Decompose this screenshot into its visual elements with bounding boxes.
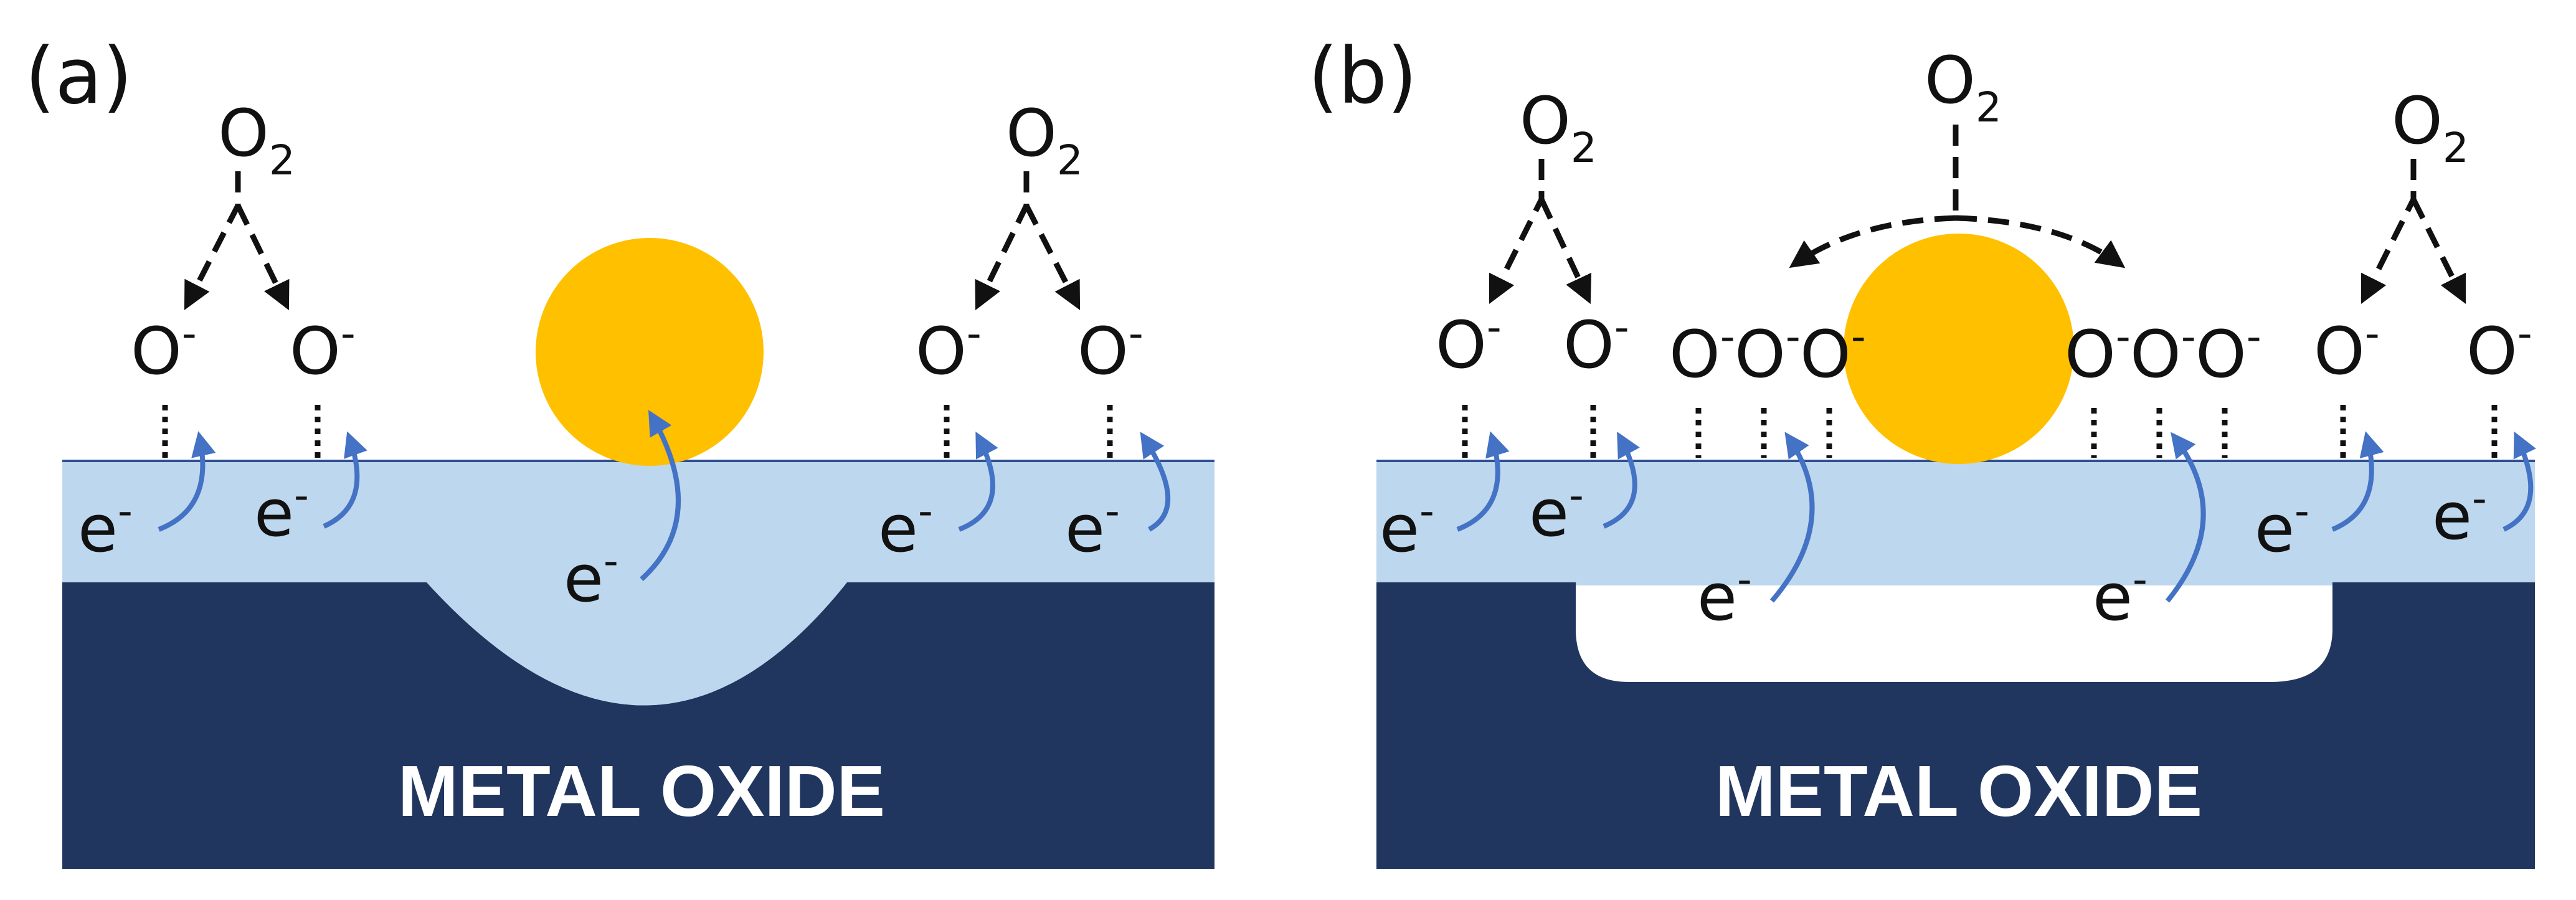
electron-arrow [2503,431,2536,532]
o-minus-label: O- [1800,313,1866,392]
electron-arrow [958,431,998,532]
o-minus-label: O- [1735,313,1801,392]
electron-arrow [158,431,216,532]
o-minus-label: O- [1563,303,1629,383]
dissociation-arrow [2361,159,2417,305]
o-minus-label: O- [2466,310,2532,389]
dissociation-arrow [1538,198,1592,305]
metal-nanoparticle [1844,234,2074,464]
o2-label: O2 [2392,83,2469,172]
electron-label: e- [2255,487,2309,567]
panel-label: (b) [1308,32,1417,121]
o-minus-label: O- [1077,310,1144,389]
electron-arrow [1456,431,1510,532]
o2-label: O2 [1520,83,1597,172]
dissociation-arrow [975,171,1030,311]
dissociation-arrow [1489,159,1545,305]
oxide-bulk [62,582,1215,869]
electron-arrow [1140,432,1170,532]
o2-label: O2 [1006,95,1083,184]
electron-arrow [323,431,367,529]
dissociation-arrow [1023,204,1081,311]
electron-label: e- [1697,556,1752,635]
electron-arrow [2165,432,2206,603]
electron-arrow [1769,432,1815,603]
o2-group-right: O2 O- O- [2314,83,2532,458]
electron-arrow [2331,431,2384,532]
electron-label: e- [1380,487,1434,567]
panel-label: (a) [25,32,133,121]
panel-b: (b) METAL OXIDE O2 O2 O- O- O2 O- O- [1308,32,2536,869]
electron-transfers: e- e- e- e- e- [78,410,1170,617]
electron-arrow [1603,431,1640,529]
o-minus-label: O- [2130,313,2196,392]
depletion-layer [62,461,1215,585]
o-minus-label: O- [2314,310,2380,389]
o-minus-label: O- [131,310,197,389]
electron-label: e- [2432,475,2487,554]
o-minus-label: O- [1669,313,1735,392]
o2-group-right: O2 O- O- [916,95,1144,458]
electron-label: e- [2093,556,2147,635]
o-minus-label: O- [916,310,982,389]
o2-group-left: O2 O- O- [131,95,356,458]
o-minus-label: O- [1436,303,1502,383]
metal-nanoparticle [536,238,764,466]
o2-group-left: O2 O- O- [1436,83,1629,458]
metal-oxide-label: METAL OXIDE [1715,751,2202,831]
dissociation-arrow [2410,197,2466,305]
dissociation-arrow [184,171,241,311]
electron-transfers: e- e- e- e- e- e- [1380,431,2536,635]
spillover-ions-right: O- O- O- [2065,313,2261,458]
metal-oxide-label: METAL OXIDE [398,751,885,831]
o-minus-label: O- [290,310,356,389]
o2-label: O2 [1925,42,2002,131]
electron-label: e- [564,537,618,617]
o2-label: O2 [218,95,295,184]
electron-label: e- [1065,487,1120,567]
oxide-bulk [1376,582,2535,869]
spillover-ions-left: O- O- O- [1669,313,1866,458]
o-minus-label: O- [2195,313,2261,392]
electron-label: e- [254,471,309,551]
dissociation-arrow [235,204,290,311]
electron-label: e- [78,487,133,567]
electron-label: e- [1529,471,1584,551]
depletion-bowl [427,582,847,706]
panel-a: (a) METAL OXIDE O2 O- O- O2 O- O- e- [25,32,1215,869]
electron-arrow [640,410,681,581]
o-minus-label: O- [2065,313,2131,392]
o2-spillover-group: O2 [1789,42,2126,268]
electron-label: e- [878,487,933,567]
